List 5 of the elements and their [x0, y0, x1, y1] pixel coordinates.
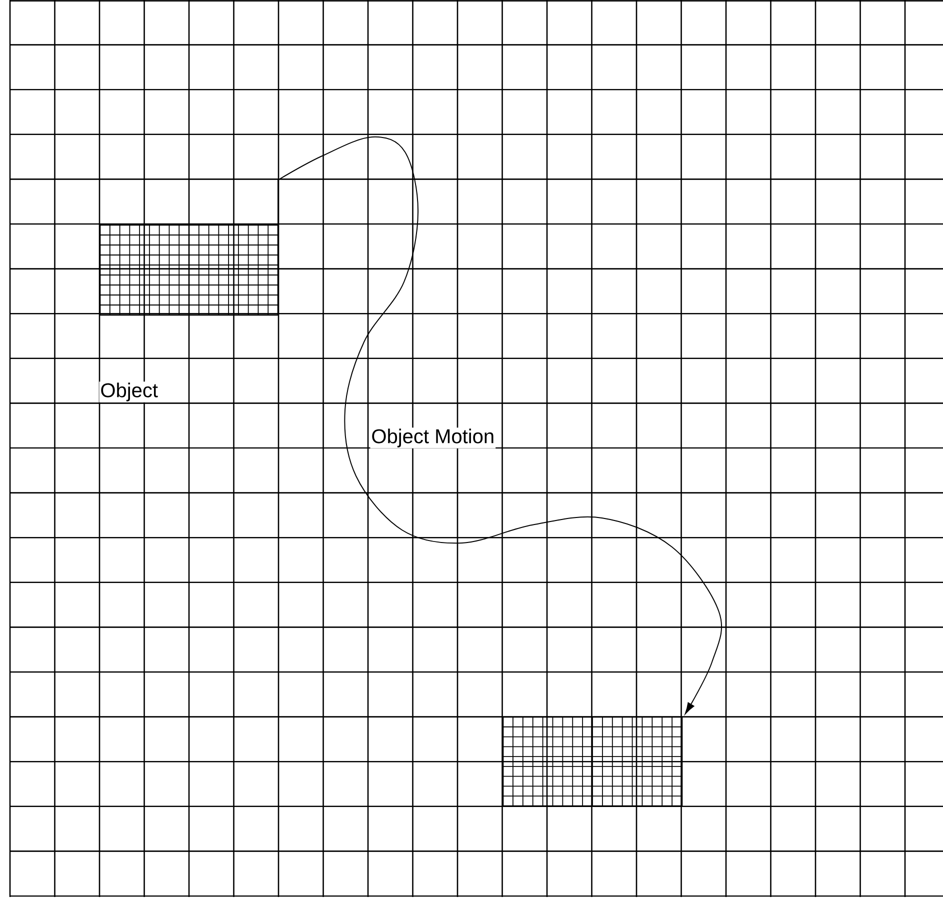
mesh-box	[99, 224, 279, 316]
edge-label: Object Motion	[370, 428, 496, 448]
object-label: Object	[99, 382, 159, 402]
mesh-box	[502, 716, 683, 807]
curved-arrow	[278, 136, 722, 714]
